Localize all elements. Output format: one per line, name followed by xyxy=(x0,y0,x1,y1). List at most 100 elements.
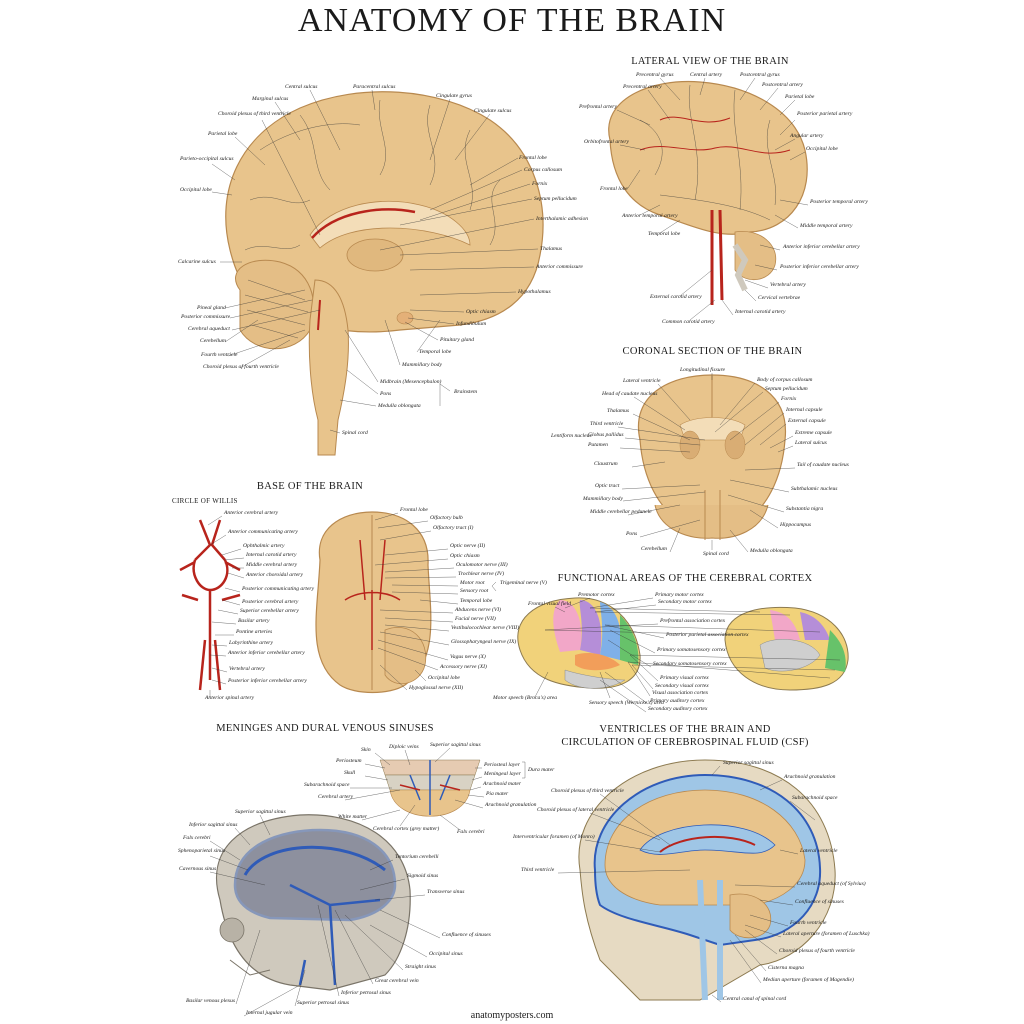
label: Central sulcus xyxy=(285,84,317,90)
label: Central artery xyxy=(690,72,723,78)
lateral-brain-illustration xyxy=(608,80,808,305)
label: Anterior spinal artery xyxy=(204,695,255,701)
label: Secondary visual cortex xyxy=(655,683,709,689)
label: Marginal sulcus xyxy=(251,96,288,102)
label: Choroid plexus of fourth ventricle xyxy=(203,363,279,370)
label: Periosteal layer xyxy=(483,762,521,768)
label: Superior cerebellar artery xyxy=(240,608,299,614)
coronal-section-title: CORONAL SECTION OF THE BRAIN xyxy=(622,346,803,357)
label: Anterior temporal artery xyxy=(621,213,678,219)
label: Posterior communicating artery xyxy=(241,586,315,592)
label: Posterior inferior cerebellar artery xyxy=(227,677,307,684)
label: Cerebral cortex (grey matter) xyxy=(373,825,439,832)
label: Extreme capsule xyxy=(794,430,832,436)
label: Cervical vertebrae xyxy=(758,295,801,301)
label: Thalamus xyxy=(540,246,562,252)
label: Mammillary body xyxy=(401,362,442,368)
label: Septum pellucidum xyxy=(765,386,808,392)
functional-labels: Frontal visual field Motor speech (Broca… xyxy=(492,592,841,713)
label: Corpus callosum xyxy=(524,167,562,173)
label: Pituitary gland xyxy=(439,337,474,343)
label: Precentral gyrus xyxy=(635,72,674,78)
label: Secondary auditory cortex xyxy=(648,706,708,712)
label: Mammillary body xyxy=(582,496,623,502)
label: Interthalamic adhesion xyxy=(535,216,588,222)
label: Body of corpus callosum xyxy=(757,376,812,383)
label: Putamen xyxy=(587,442,608,448)
label: Precentral artery xyxy=(622,84,662,90)
label: Internal carotid artery xyxy=(245,552,297,558)
base-labels: Frontal lobe Olfactory bulb Olfactory tr… xyxy=(374,507,547,691)
label: Olfactory tract (I) xyxy=(433,524,474,531)
brainstem-shape xyxy=(308,279,349,456)
label: Lateral sulcus xyxy=(794,440,827,446)
label: Falx cerebri xyxy=(182,835,211,841)
label: Periosteum xyxy=(335,758,361,764)
label: Occipital lobe xyxy=(180,187,212,193)
skull-sinus-illustration xyxy=(215,814,411,991)
label: Fourth ventricle xyxy=(200,352,238,358)
label: Prefrontal association cortex xyxy=(659,617,726,624)
label: Central canal of spinal cord xyxy=(723,995,786,1002)
label: Premotor cortex xyxy=(577,592,615,598)
label: External capsule xyxy=(787,418,826,424)
label: Great cerebral vein xyxy=(375,978,419,984)
meninges-illustration xyxy=(379,759,481,817)
label: Basilar venous plexus xyxy=(186,998,235,1004)
sagittal-left-labels: Central sulcus Marginal sulcus Choroid p… xyxy=(178,84,341,370)
ventricles-title-line1: VENTRICLES OF THE BRAIN AND xyxy=(599,724,771,735)
label: Choroid plexus of third ventricle xyxy=(551,787,624,794)
label: Hypothalamus xyxy=(517,289,551,295)
label: Anterior inferior cerebellar artery xyxy=(227,649,305,656)
label: Lateral ventricle xyxy=(622,378,661,384)
footer-website: anatomyposters.com xyxy=(470,1010,554,1021)
label: Postcentral gyrus xyxy=(739,72,780,78)
coronal-illustration xyxy=(637,374,787,540)
label: Glossopharyngeal nerve (IX) xyxy=(451,638,516,645)
label: Trochlear nerve (IV) xyxy=(458,570,504,577)
label: Sphenoparietal sinus xyxy=(178,848,225,854)
label: Optic nerve (II) xyxy=(450,542,485,549)
skull-labels: Superior sagittal sinus Inferior sagitta… xyxy=(178,809,491,1017)
poster-title: ANATOMY OF THE BRAIN xyxy=(297,2,727,39)
label: Primary motor cortex xyxy=(654,592,704,598)
label: Skull xyxy=(344,770,356,776)
label: Optic chiasm xyxy=(450,553,480,559)
label: Cerebellum xyxy=(200,338,226,344)
label: Frontal lobe xyxy=(518,155,547,161)
label: External carotid artery xyxy=(649,294,702,300)
label: Posterior parietal association cortex xyxy=(665,632,749,638)
label: Posterior parietal artery xyxy=(796,111,853,117)
label: Fourth ventricle xyxy=(789,920,827,926)
label: Internal jugular vein xyxy=(245,1010,293,1016)
lateral-labels: Precentral gyrus Precentral artery Prefr… xyxy=(578,72,868,325)
label: Pia mater xyxy=(485,791,509,797)
label: Fornix xyxy=(531,181,548,187)
label: Secondary somatosensory cortex xyxy=(653,661,727,667)
label: Facial nerve (VII) xyxy=(454,615,496,622)
label: Hypoglossal nerve (XII) xyxy=(408,684,463,691)
label: Anterior commissure xyxy=(535,264,583,270)
label: Skin xyxy=(361,747,371,753)
label: Abducens nerve (VI) xyxy=(454,606,501,613)
label: Parieto-occipital sulcus xyxy=(179,156,234,162)
label: Oculomotor nerve (III) xyxy=(456,561,508,568)
label: Primary auditory cortex xyxy=(649,698,705,704)
meninges-title: MENINGES AND DURAL VENOUS SINUSES xyxy=(216,723,434,734)
label: Superior petrosal sinus xyxy=(297,1000,349,1006)
label: Labyrinthine artery xyxy=(228,640,273,646)
label: Straight sinus xyxy=(405,964,436,970)
label: Medulla oblongata xyxy=(749,548,793,554)
label: Inferior sagittal sinus xyxy=(188,821,237,828)
label: Basilar artery xyxy=(238,618,270,624)
label: Cingulate gyrus xyxy=(436,93,472,99)
label: Arachnoid granulation xyxy=(484,802,537,808)
label: Meningeal layer xyxy=(483,771,522,777)
label: Pons xyxy=(625,531,637,537)
label: Arachnoid granulation xyxy=(783,774,836,780)
label: Septum pellucidum xyxy=(534,196,577,202)
circle-of-willis-title: CIRCLE OF WILLIS xyxy=(172,497,238,505)
label: Postcentral artery xyxy=(761,82,803,88)
label: Medulla oblongata xyxy=(377,403,421,409)
label: Third ventricle xyxy=(590,421,624,427)
